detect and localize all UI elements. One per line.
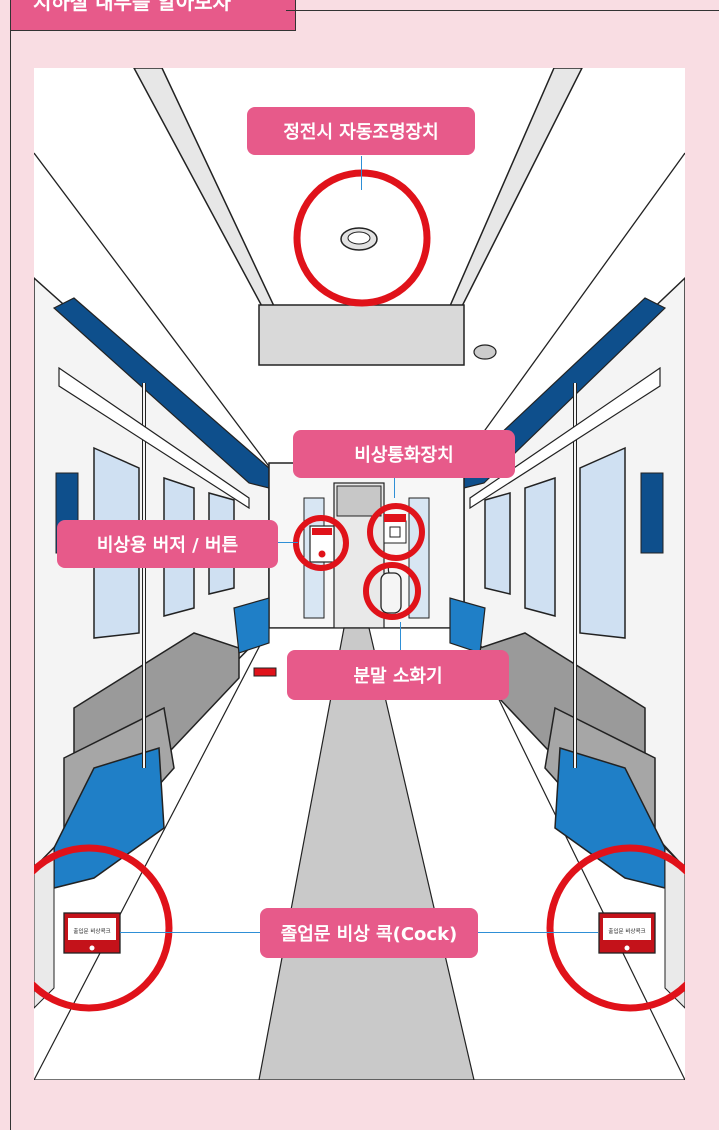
guide-line-light xyxy=(361,156,362,190)
label-door-cock-text: 졸업문 비상 콕(Cock) xyxy=(281,920,458,946)
guide-line-cock-left xyxy=(120,932,260,933)
label-emergency-light-text: 정전시 자동조명장치 xyxy=(283,118,438,144)
cock-box-text-right: 출입문 비상콕크 xyxy=(608,927,645,935)
door-cock-box-icon-right: 출입문 비상콕크 xyxy=(599,913,655,953)
cock-box-text-left: 출입문 비상콕크 xyxy=(73,927,110,935)
label-intercom-text: 비상통화장치 xyxy=(354,441,453,467)
door-cock-box-icon: 출입문 비상콕크 xyxy=(64,913,120,953)
sos-intercom-icon xyxy=(384,514,406,543)
label-emergency-light: 정전시 자동조명장치 xyxy=(247,107,475,155)
label-intercom: 비상통화장치 xyxy=(293,430,515,478)
buzzer-panel-icon xyxy=(310,526,334,562)
guide-line-intercom xyxy=(394,478,395,498)
guide-line-cock-right xyxy=(478,932,598,933)
section-title: 지하철 내부를 알아보자 xyxy=(33,0,231,14)
section-title-tab: 지하철 내부를 알아보자 xyxy=(11,0,296,31)
guide-line-extinguisher xyxy=(400,622,401,650)
guide-line-buzzer xyxy=(278,542,298,543)
label-door-cock: 졸업문 비상 콕(Cock) xyxy=(260,908,478,958)
display-board xyxy=(259,305,464,365)
label-buzzer: 비상용 버저 / 버튼 xyxy=(57,520,278,568)
label-extinguisher-text: 분말 소화기 xyxy=(353,662,442,688)
label-extinguisher: 분말 소화기 xyxy=(287,650,509,700)
frame-top-border xyxy=(286,10,719,11)
label-buzzer-text: 비상용 버저 / 버튼 xyxy=(97,531,238,557)
